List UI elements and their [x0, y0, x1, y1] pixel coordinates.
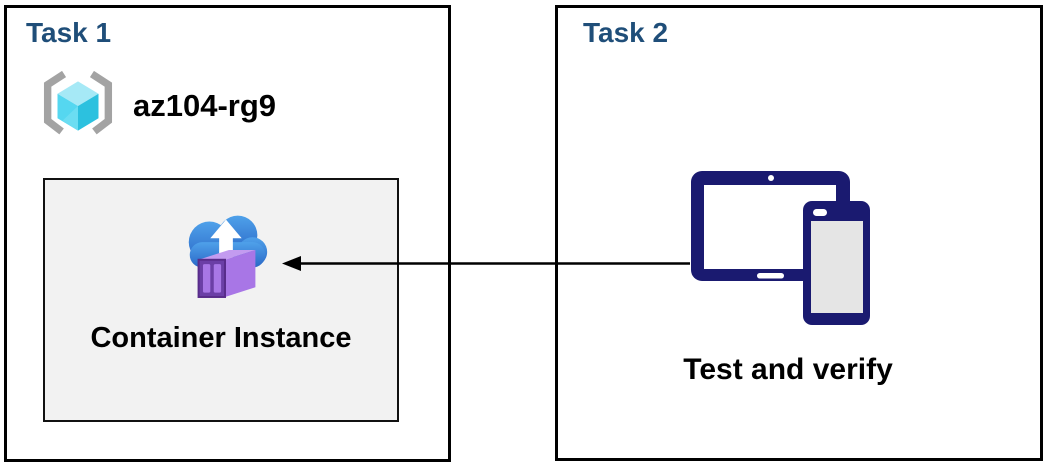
task2-caption: Test and verify [683, 353, 893, 386]
connector-arrow [282, 256, 690, 271]
resource-group-row: az104-rg9 [37, 66, 276, 146]
container-instance-box: Container Instance [43, 178, 399, 422]
task1-box: Task 1 az104-rg9 [4, 5, 451, 462]
resource-group-icon [43, 70, 113, 135]
container-instance-label: Container Instance [90, 322, 352, 354]
task2-title: Task 2 [583, 17, 669, 48]
task1-title: Task 1 [26, 17, 112, 48]
tablet-and-phone-icon [691, 171, 870, 325]
resource-group-name: az104-rg9 [133, 88, 277, 123]
container-instance-icon [188, 215, 268, 298]
task2-box: Task 2 Test and verify [555, 5, 1043, 461]
